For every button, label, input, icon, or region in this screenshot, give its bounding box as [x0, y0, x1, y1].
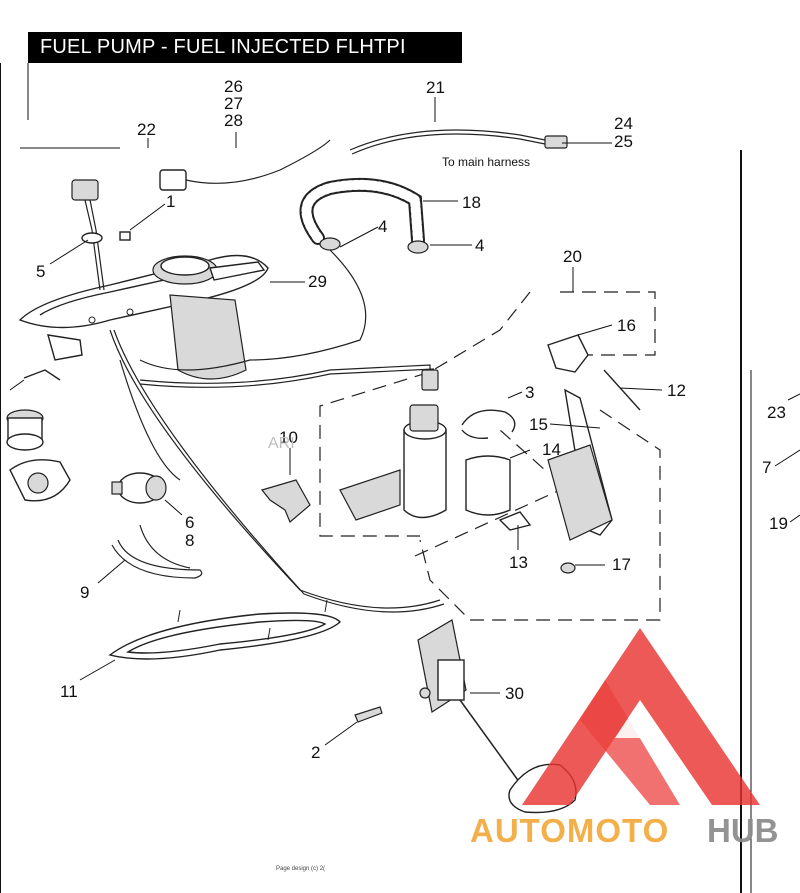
brand-wordmark-part2: HUB — [707, 812, 779, 849]
callout-13: 13 — [509, 553, 528, 572]
callout-10: 10 — [279, 428, 298, 447]
brand-logo: AUTOMOTO HUB — [470, 628, 779, 849]
internal-fuel-line — [109, 249, 445, 613]
callout-16: 16 — [617, 316, 636, 335]
tank-gasket — [108, 599, 341, 660]
callout-labels: 1 2 3 4 4 5 6 7 8 9 10 11 12 13 14 15 16… — [36, 77, 788, 872]
footer-note: Page design (c) 2( — [276, 866, 325, 872]
callout-30: 30 — [505, 684, 524, 703]
callout-4-right: 4 — [475, 236, 484, 255]
harness-annotation: To main harness — [442, 155, 530, 169]
retaining-clip — [111, 524, 203, 579]
shield-bracket — [260, 479, 311, 523]
page-frame — [0, 63, 752, 893]
callout-1: 1 — [166, 192, 175, 211]
callout-28: 28 — [224, 111, 243, 130]
callout-25: 25 — [614, 132, 633, 151]
callout-9: 9 — [80, 583, 89, 602]
callout-19: 19 — [769, 514, 788, 533]
ghost-watermark: ARI — [268, 435, 295, 452]
callout-6: 6 — [185, 513, 194, 532]
fuel-tank-top-plate — [18, 254, 269, 380]
pressure-regulator — [6, 334, 83, 502]
callout-24: 24 — [614, 114, 633, 133]
callout-21: 21 — [426, 78, 445, 97]
harness-wire — [349, 129, 568, 155]
callout-26: 26 — [224, 77, 243, 96]
callout-17: 17 — [612, 555, 631, 574]
callout-14: 14 — [542, 440, 561, 459]
fuel-filter — [111, 472, 167, 504]
callout-27: 27 — [224, 94, 243, 113]
callout-7: 7 — [762, 458, 771, 477]
callout-22: 22 — [137, 120, 156, 139]
callout-5: 5 — [36, 262, 45, 281]
harness-connector — [71, 139, 331, 291]
callout-15: 15 — [529, 415, 548, 434]
screw — [119, 231, 383, 723]
callout-11: 11 — [60, 682, 78, 701]
brand-wordmark-part1: AUTOMOTO — [470, 812, 669, 849]
callout-3: 3 — [525, 383, 534, 402]
callout-18: 18 — [462, 193, 481, 212]
callout-2: 2 — [311, 743, 320, 762]
fuel-pump — [339, 369, 447, 521]
diagram-title: FUEL PUMP - FUEL INJECTED FLHTPI — [28, 32, 462, 63]
fuel-hose — [299, 177, 429, 254]
callout-20: 20 — [563, 247, 582, 266]
callout-8: 8 — [185, 531, 194, 550]
callout-29: 29 — [308, 272, 327, 291]
callout-23: 23 — [767, 403, 786, 422]
callout-4-left: 4 — [378, 217, 387, 236]
callout-12: 12 — [667, 381, 686, 400]
leader-lines — [9, 97, 800, 746]
pump-sleeve — [461, 409, 516, 516]
